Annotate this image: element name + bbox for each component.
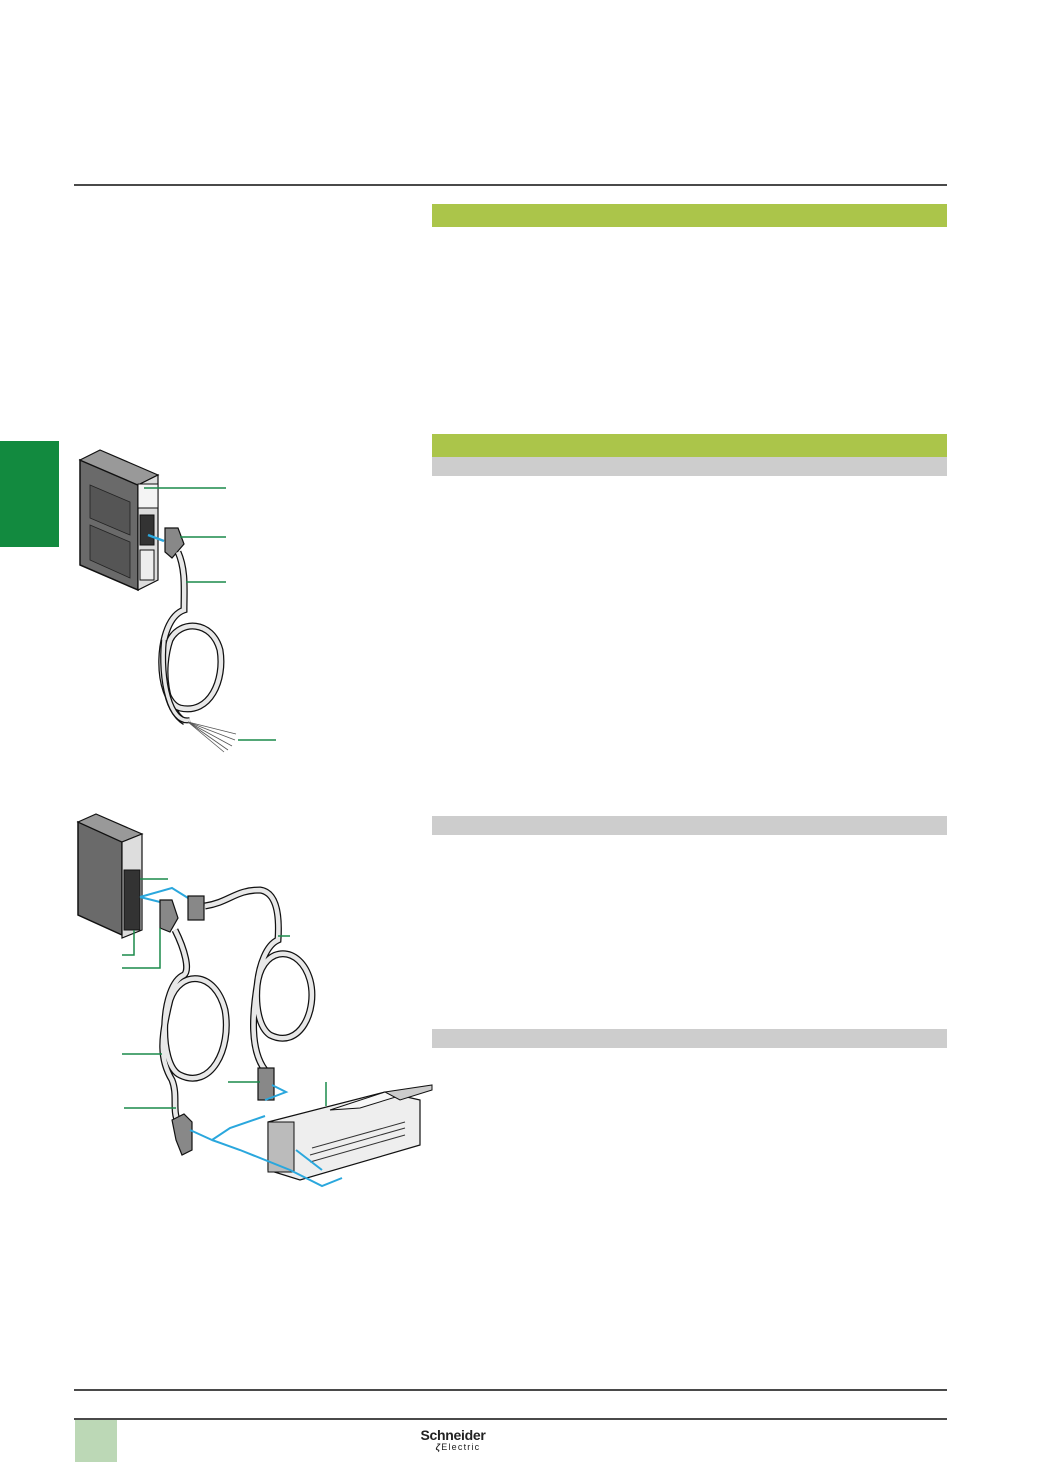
- logo-brand: Schneider: [420, 1427, 486, 1443]
- footer-rule-top: [74, 1389, 947, 1391]
- header-rule: [74, 184, 947, 186]
- section-tab: [0, 441, 59, 547]
- subsection-bar-3: [432, 1029, 947, 1048]
- logo-sub: ζElectric: [413, 1442, 493, 1452]
- logo-sub-text: Electric: [441, 1442, 481, 1452]
- figure-module-cable-icon: [78, 449, 276, 753]
- schneider-electric-logo: Schneider ζElectric: [413, 1428, 493, 1452]
- section-header-bar-2: [432, 434, 947, 457]
- figure-module-telefast-icon: [76, 813, 433, 1188]
- section-header-bar-1: [432, 204, 947, 227]
- subsection-bar-1: [432, 457, 947, 476]
- footer-rule-bottom: [74, 1418, 947, 1420]
- logo-mark-icon: ζ: [435, 1442, 442, 1452]
- subsection-bar-2: [432, 816, 947, 835]
- footer-tab: [75, 1420, 117, 1462]
